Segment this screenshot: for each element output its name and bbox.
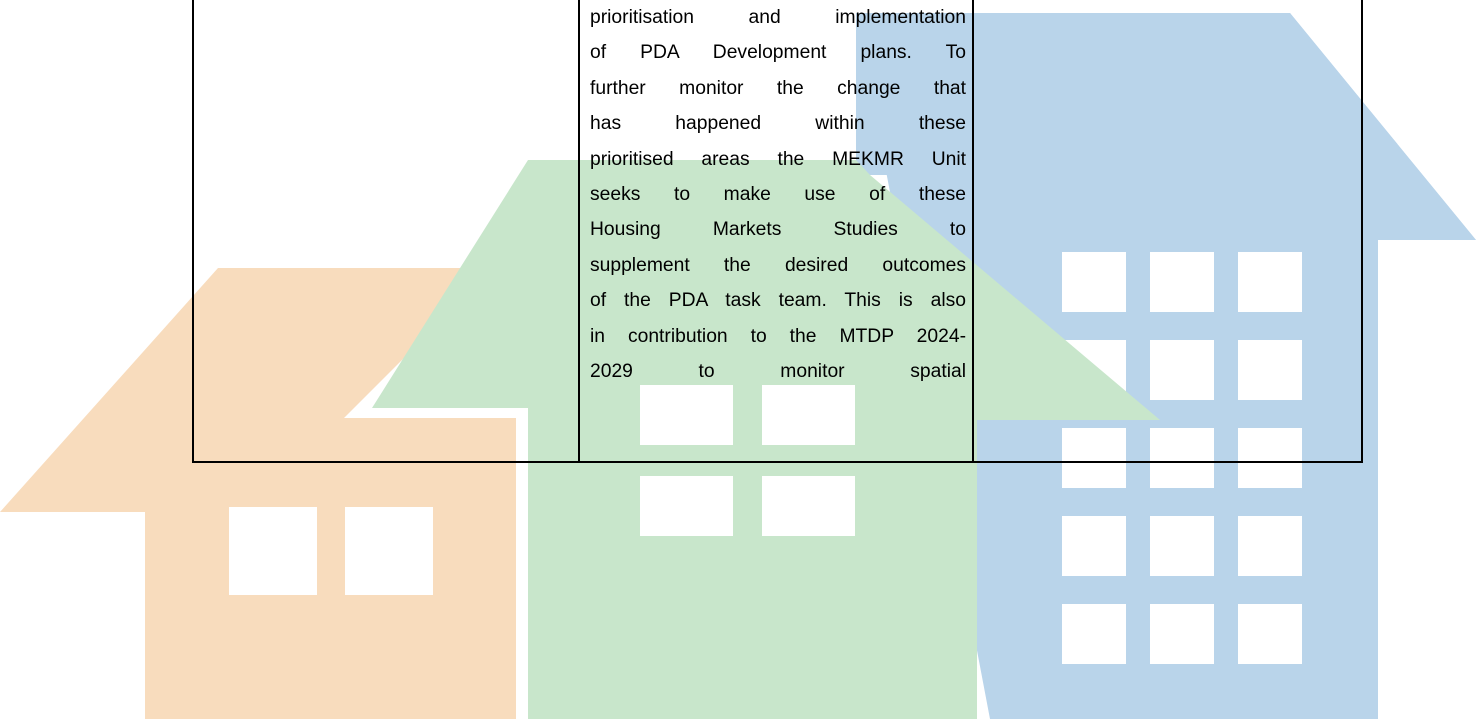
document-table: prioritisation and implementation of PDA…	[192, 0, 1363, 463]
cell-text-line: supplement the desired outcomes	[590, 254, 966, 276]
cell-text-line: seeks to make use of these	[590, 183, 966, 205]
cell-text-line: Housing Markets Studies to	[590, 219, 966, 241]
table-column-divider	[972, 0, 974, 461]
house-icon	[372, 160, 1160, 719]
cell-text-line: of the PDA task team. This is also	[590, 290, 966, 312]
cell-text-line: in contribution to the MTDP 2024-	[590, 325, 966, 347]
cell-text-line: prioritised areas the MEKMR Unit	[590, 148, 966, 170]
cell-text-line: has happened within these	[590, 113, 966, 135]
table-cell-middle: prioritisation and implementation of PDA…	[590, 0, 966, 389]
table-column-divider	[578, 0, 580, 461]
house-icon	[0, 268, 516, 719]
cell-text-line: prioritisation and implementation	[590, 7, 966, 28]
cell-text-line: 2029 to monitor spatial	[590, 360, 966, 382]
cell-text-line: further monitor the change that	[590, 77, 966, 99]
cell-text-line: of PDA Development plans. To	[590, 42, 966, 64]
